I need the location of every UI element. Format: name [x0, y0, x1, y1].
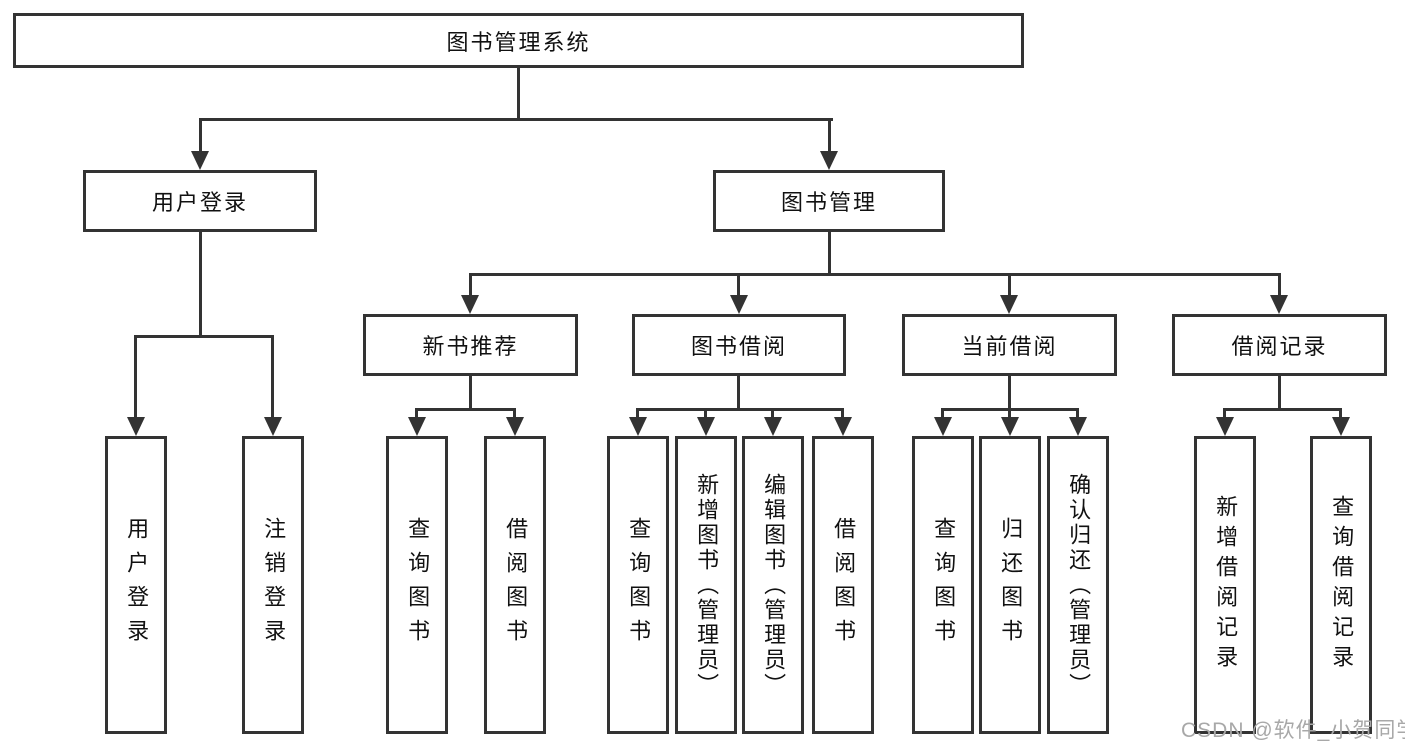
connector-line [1076, 408, 1079, 420]
arrow-down-icon [1216, 417, 1234, 436]
arrow-down-icon [264, 417, 282, 436]
connector-line [199, 118, 202, 154]
leaf-borrow-books: 借阅图书 [812, 436, 874, 734]
arrow-down-icon [834, 417, 852, 436]
connector-line [415, 408, 516, 411]
leaf-logout-label: 注销登录 [261, 517, 287, 653]
node-borrow-record-label: 借阅记录 [1231, 334, 1328, 359]
leaf-confirm-return-admin: 确认归还（管理员） [1047, 436, 1109, 734]
leaf-user-login-label: 用户登录 [124, 517, 150, 653]
connector-line [828, 232, 831, 273]
connector-line [737, 273, 740, 298]
connector-line [1278, 273, 1281, 298]
leaf-return-books-label: 归还图书 [998, 517, 1024, 653]
node-borrow-record: 借阅记录 [1172, 314, 1387, 376]
connector-line [841, 408, 844, 420]
arrow-down-icon [934, 417, 952, 436]
leaf-query-books-recommend-label: 查询图书 [405, 517, 431, 653]
connector-line [134, 335, 274, 338]
leaf-query-borrow-record-label: 查询借阅记录 [1329, 495, 1355, 675]
leaf-query-books-recommend: 查询图书 [386, 436, 448, 734]
connector-line [134, 335, 137, 419]
connector-line [1008, 408, 1011, 420]
node-root-label: 图书管理系统 [446, 29, 591, 55]
node-new-book-recommend: 新书推荐 [363, 314, 578, 376]
arrow-down-icon [820, 151, 838, 170]
node-new-book-recommend-label: 新书推荐 [422, 334, 519, 359]
connector-line [771, 408, 774, 420]
arrow-down-icon [191, 151, 209, 170]
connector-line [1339, 408, 1342, 420]
node-book-management: 图书管理 [713, 170, 945, 232]
connector-line [469, 273, 472, 298]
connector-line [1008, 376, 1011, 408]
arrow-down-icon [730, 295, 748, 314]
arrow-down-icon [764, 417, 782, 436]
leaf-logout: 注销登录 [242, 436, 304, 734]
leaf-query-borrow-record: 查询借阅记录 [1310, 436, 1372, 734]
leaf-add-books-admin: 新增图书（管理员） [675, 436, 737, 734]
arrow-down-icon [1332, 417, 1350, 436]
leaf-query-books-current: 查询图书 [912, 436, 974, 734]
leaf-user-login: 用户登录 [105, 436, 167, 734]
leaf-return-books: 归还图书 [979, 436, 1041, 734]
leaf-borrow-books-recommend-label: 借阅图书 [503, 517, 529, 653]
connector-line [1223, 408, 1342, 411]
leaf-add-borrow-record-label: 新增借阅记录 [1213, 495, 1239, 675]
connector-line [737, 376, 740, 408]
node-book-borrow-label: 图书借阅 [690, 334, 787, 359]
node-user-login: 用户登录 [83, 170, 317, 232]
arrow-down-icon [461, 295, 479, 314]
connector-line [636, 408, 639, 420]
node-book-borrow: 图书借阅 [632, 314, 846, 376]
arrow-down-icon [127, 417, 145, 436]
leaf-confirm-return-admin-label: 确认归还（管理员） [1066, 472, 1092, 698]
leaf-query-books-current-label: 查询图书 [931, 517, 957, 653]
leaf-add-books-admin-label: 新增图书（管理员） [694, 472, 720, 698]
connector-line [517, 68, 520, 118]
connector-line [636, 408, 844, 411]
connector-line [199, 118, 833, 121]
connector-line [1008, 273, 1011, 298]
node-root: 图书管理系统 [13, 13, 1024, 68]
leaf-query-books-borrow: 查询图书 [607, 436, 669, 734]
connector-line [469, 273, 1281, 276]
leaf-query-books-borrow-label: 查询图书 [626, 517, 652, 653]
arrow-down-icon [408, 417, 426, 436]
csdn-watermark: CSDN @软件_小贺同学 [1181, 719, 1405, 742]
node-user-login-label: 用户登录 [151, 190, 248, 215]
arrow-down-icon [1000, 295, 1018, 314]
arrow-down-icon [1270, 295, 1288, 314]
connector-line [1278, 376, 1281, 408]
arrow-down-icon [629, 417, 647, 436]
connector-line [199, 232, 202, 335]
leaf-borrow-books-recommend: 借阅图书 [484, 436, 546, 734]
connector-line [271, 335, 274, 419]
leaf-add-borrow-record: 新增借阅记录 [1194, 436, 1256, 734]
connector-line [941, 408, 944, 420]
connector-line [513, 408, 516, 420]
arrow-down-icon [506, 417, 524, 436]
connector-line [415, 408, 418, 420]
node-book-management-label: 图书管理 [780, 190, 877, 215]
node-current-borrow-label: 当前借阅 [961, 334, 1058, 359]
arrow-down-icon [697, 417, 715, 436]
leaf-edit-books-admin-label: 编辑图书（管理员） [761, 472, 787, 698]
arrow-down-icon [1001, 417, 1019, 436]
leaf-edit-books-admin: 编辑图书（管理员） [742, 436, 804, 734]
connector-line [469, 376, 472, 408]
connector-line [828, 118, 831, 154]
connector-line [1223, 408, 1226, 420]
arrow-down-icon [1069, 417, 1087, 436]
connector-line [704, 408, 707, 420]
node-current-borrow: 当前借阅 [902, 314, 1117, 376]
leaf-borrow-books-label: 借阅图书 [831, 517, 857, 653]
